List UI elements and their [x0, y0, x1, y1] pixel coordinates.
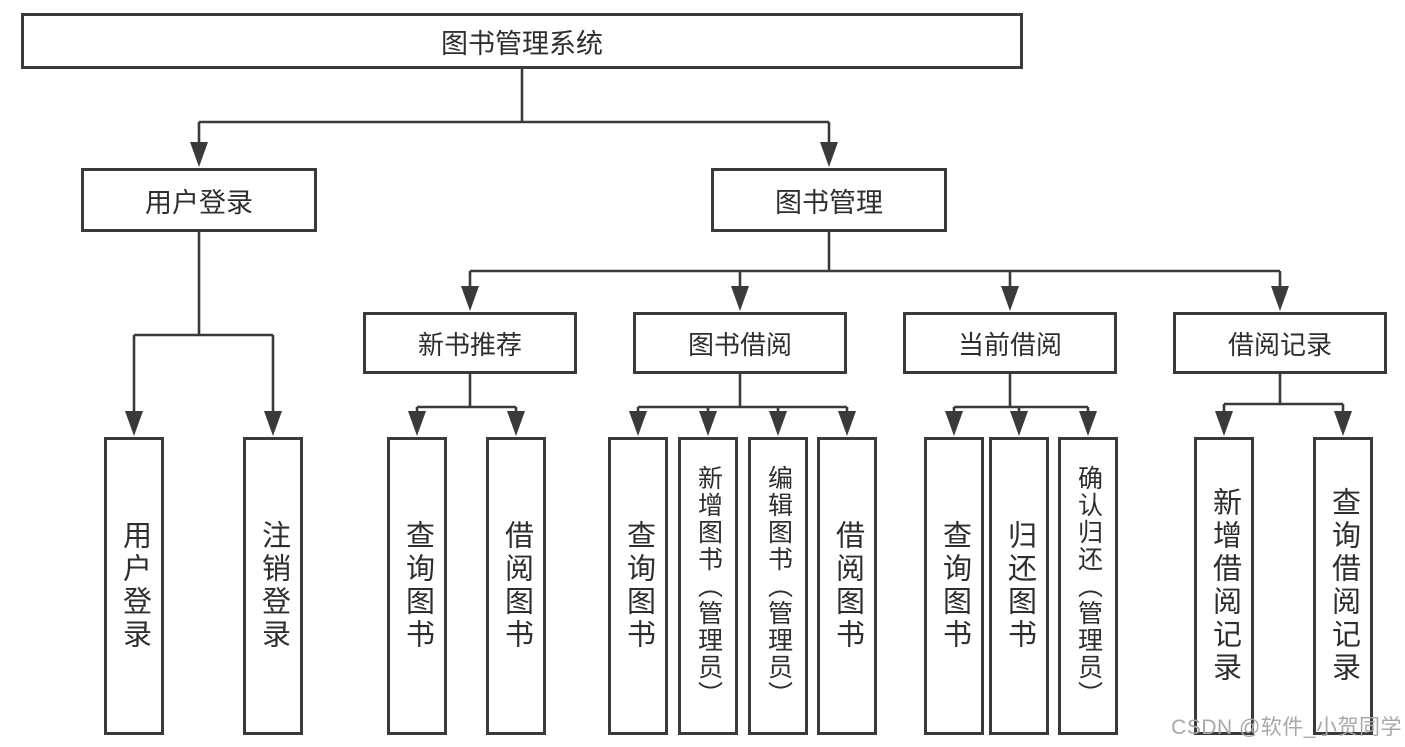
leaf-logout-label: 注销登录 — [257, 520, 290, 652]
leaf-query-books-current: 查询图书 — [924, 437, 984, 735]
node-user-login: 用户登录 — [81, 168, 317, 232]
node-current-borrow: 当前借阅 — [903, 312, 1117, 374]
arrowhead — [1010, 411, 1028, 436]
arrowhead — [1334, 411, 1352, 436]
leaf-add-borrow-record-label: 新增借阅记录 — [1208, 487, 1241, 685]
leaf-borrow-books-recommend: 借阅图书 — [486, 437, 546, 735]
arrowhead — [629, 411, 647, 436]
arrowhead — [1215, 411, 1233, 436]
node-book-borrow: 图书借阅 — [633, 312, 847, 374]
leaf-logout: 注销登录 — [243, 437, 303, 735]
leaf-borrow-books-recommend-label: 借阅图书 — [500, 520, 533, 652]
node-borrow-records: 借阅记录 — [1173, 312, 1387, 374]
arrowhead — [769, 411, 787, 436]
leaf-query-books-recommend-label: 查询图书 — [401, 520, 434, 652]
arrowhead — [190, 142, 208, 167]
arrowhead — [408, 411, 426, 436]
leaf-user-login-label: 用户登录 — [118, 520, 151, 652]
edges-root-to-level2 — [190, 66, 838, 167]
leaf-confirm-return-admin-label: 确认归还（管理员） — [1074, 464, 1103, 708]
arrowhead — [699, 411, 717, 436]
leaf-borrow-books: 借阅图书 — [817, 437, 877, 735]
arrowhead — [264, 411, 282, 436]
node-root-label: 图书管理系统 — [441, 28, 603, 59]
leaf-query-borrow-record: 查询借阅记录 — [1313, 437, 1373, 735]
node-user-login-label: 用户登录 — [145, 187, 253, 218]
edges-user-login-children — [125, 230, 282, 436]
node-new-book-recommend: 新书推荐 — [363, 312, 577, 374]
node-borrow-records-label: 借阅记录 — [1227, 329, 1332, 360]
arrowhead — [1001, 286, 1019, 311]
leaf-edit-books-admin: 编辑图书（管理员） — [748, 437, 808, 735]
leaf-query-books-recommend: 查询图书 — [387, 437, 447, 735]
node-root: 图书管理系统 — [21, 13, 1023, 69]
leaf-query-books-borrow-label: 查询图书 — [622, 520, 655, 652]
arrowhead — [945, 411, 963, 436]
leaf-user-login: 用户登录 — [104, 437, 164, 735]
edges-book-borrow-children — [629, 372, 856, 436]
edges-current-borrow-children — [945, 372, 1097, 436]
leaf-query-borrow-record-label: 查询借阅记录 — [1327, 487, 1360, 685]
edges-book-management-children — [461, 230, 1289, 311]
leaf-confirm-return-admin: 确认归还（管理员） — [1058, 437, 1118, 735]
edges-new-book-recommend-children — [408, 372, 525, 436]
arrowhead — [507, 411, 525, 436]
leaf-return-books: 归还图书 — [989, 437, 1049, 735]
leaf-add-borrow-record: 新增借阅记录 — [1194, 437, 1254, 735]
arrowhead — [731, 286, 749, 311]
node-new-book-recommend-label: 新书推荐 — [417, 329, 522, 360]
node-current-borrow-label: 当前借阅 — [957, 329, 1062, 360]
leaf-query-books-borrow: 查询图书 — [608, 437, 668, 735]
arrowhead — [838, 411, 856, 436]
csdn-watermark: CSDN @软件_小贺同学 — [1171, 716, 1402, 739]
leaf-borrow-books-label: 借阅图书 — [831, 520, 864, 652]
leaf-add-books-admin: 新增图书（管理员） — [678, 437, 738, 735]
leaf-query-books-current-label: 查询图书 — [938, 520, 971, 652]
arrowhead — [1079, 411, 1097, 436]
arrowhead — [820, 142, 838, 167]
node-book-borrow-label: 图书借阅 — [687, 329, 792, 360]
node-book-management-label: 图书管理 — [775, 187, 883, 218]
node-book-management: 图书管理 — [711, 168, 947, 232]
edges-borrow-records-children — [1215, 372, 1352, 436]
leaf-return-books-label: 归还图书 — [1003, 520, 1036, 652]
leaf-edit-books-admin-label: 编辑图书（管理员） — [764, 464, 793, 708]
leaf-add-books-admin-label: 新增图书（管理员） — [694, 464, 723, 708]
arrowhead — [1271, 286, 1289, 311]
arrowhead — [461, 286, 479, 311]
arrowhead — [125, 411, 143, 436]
